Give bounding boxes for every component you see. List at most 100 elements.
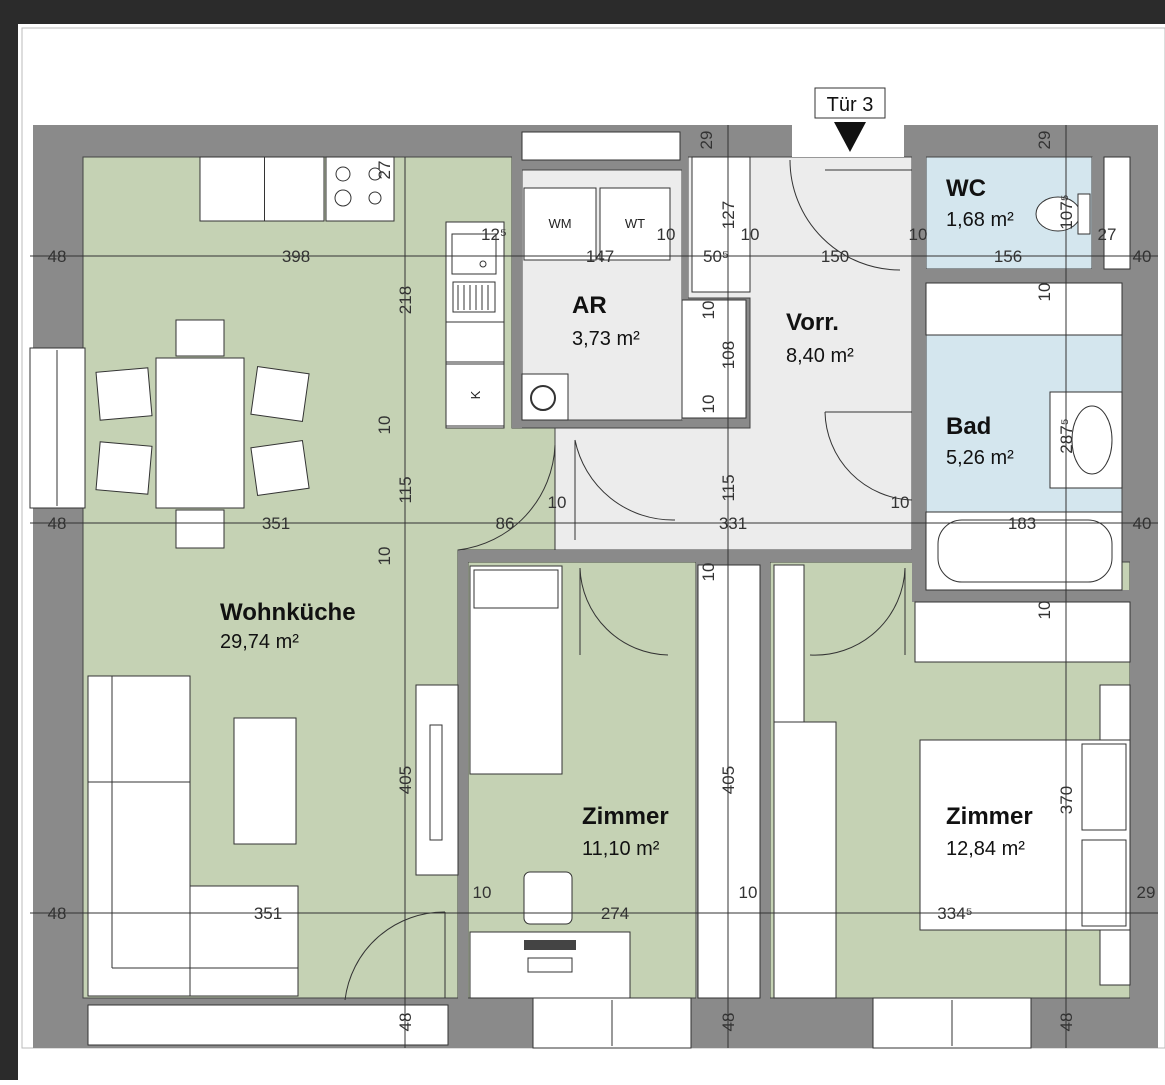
dim-label: 107⁵ <box>1057 194 1076 229</box>
window-ar <box>521 131 681 161</box>
dish-rack-icon <box>452 281 496 313</box>
room-name-wc: WC <box>946 175 986 202</box>
dim-label: 48 <box>48 247 67 266</box>
fridge-label: K <box>468 390 483 399</box>
dim-label: 183 <box>1008 514 1036 533</box>
dim-label: 29 <box>697 131 716 150</box>
room-name-bad: Bad <box>946 413 991 440</box>
tv-icon <box>429 724 443 841</box>
burner-icon <box>368 167 382 181</box>
fridge <box>445 363 505 427</box>
dim-label: 27 <box>375 161 394 180</box>
nightstand <box>1099 929 1131 986</box>
burner-icon <box>368 191 382 205</box>
room-name-vorr: Vorr. <box>786 309 839 336</box>
dim-label: 50⁵ <box>703 247 729 266</box>
dim-label: 398 <box>282 247 310 266</box>
bathtub-basin-icon <box>937 519 1113 583</box>
kitchen-counter-top <box>199 156 325 222</box>
dim-label: 405 <box>719 766 738 794</box>
dim-label: 10 <box>548 493 567 512</box>
chair <box>175 319 225 357</box>
dim-label: 10 <box>657 225 676 244</box>
dim-label: 10 <box>375 547 394 566</box>
dim-label: 10 <box>1035 283 1054 302</box>
dim-label: 40 <box>1133 514 1152 533</box>
dim-label: 10 <box>699 563 718 582</box>
wall-wc-bad <box>912 125 926 595</box>
counter-divider <box>264 157 265 221</box>
room-area-bad: 5,26 m² <box>946 447 1014 469</box>
entrance-arrow-icon <box>834 122 866 152</box>
dim-label: 29 <box>1137 883 1156 902</box>
door-swing <box>344 911 446 1001</box>
cooktop <box>325 156 395 222</box>
dim-label: 10 <box>1035 601 1054 620</box>
room-name-zimmer1: Zimmer <box>582 803 669 830</box>
wall-ar-left <box>512 125 522 428</box>
room-area-vorr: 8,40 m² <box>786 345 854 367</box>
dim-label: 27 <box>1098 225 1117 244</box>
dim-label: 10 <box>909 225 928 244</box>
dim-label: 156 <box>994 247 1022 266</box>
wardrobe-zimmer1 <box>697 564 761 999</box>
dim-label: 405 <box>396 766 415 794</box>
desk-chair <box>523 871 573 925</box>
dim-label: 10 <box>699 395 718 414</box>
dim-label: 29 <box>1035 131 1054 150</box>
door-label-box <box>814 87 886 119</box>
shelf-zimmer2 <box>914 601 1131 663</box>
door-swing <box>809 567 906 656</box>
chair <box>250 366 310 422</box>
dim-label: 10 <box>699 301 718 320</box>
bad-cabinet <box>925 282 1123 336</box>
toilet-cistern <box>1077 193 1091 235</box>
wc-shelf <box>1103 156 1131 270</box>
screen-frame-top <box>0 0 1165 24</box>
dim-label: 115 <box>719 474 738 501</box>
dim-label: 86 <box>496 514 515 533</box>
wardrobe <box>691 156 751 293</box>
door-swing <box>579 567 669 656</box>
wall-ar-right <box>682 125 688 420</box>
door-swing <box>789 159 901 271</box>
wall-wc-right <box>1092 157 1102 269</box>
keyboard-icon <box>524 940 576 950</box>
burner-icon <box>334 189 352 207</box>
dryer-label: WT <box>625 216 645 231</box>
sofa <box>87 675 299 997</box>
dim-label: 150 <box>821 247 849 266</box>
room-area-ar: 3,73 m² <box>572 328 640 350</box>
dryer <box>599 187 671 261</box>
room-area-zimmer2: 12,84 m² <box>946 838 1025 860</box>
dim-label: 40 <box>1133 247 1152 266</box>
dim-label: 351 <box>254 904 282 923</box>
dim-label: 48 <box>719 1013 738 1032</box>
dim-label: 10 <box>739 883 758 902</box>
room-area-zimmer1: 11,10 m² <box>582 838 660 860</box>
chair <box>95 367 153 421</box>
coffee-table <box>233 717 297 845</box>
washer-label: WM <box>548 216 571 231</box>
dim-label: 108 <box>719 341 738 369</box>
washbasin-bowl-icon <box>1071 405 1113 475</box>
burner-icon <box>335 166 351 182</box>
sink-icon <box>451 233 497 275</box>
pillow <box>1081 839 1127 927</box>
wall-zimmer1-left <box>458 550 468 1048</box>
dim-label: 48 <box>1057 1013 1076 1032</box>
chair <box>250 440 310 496</box>
dim-label: 115 <box>396 476 415 503</box>
room-name-ar: AR <box>572 292 607 319</box>
dim-label: 10 <box>375 416 394 435</box>
room-area-wohnkueche: 29,74 m² <box>220 631 299 653</box>
dim-label: 334⁵ <box>937 904 972 923</box>
pillow <box>1081 743 1127 831</box>
wall-hall-bottom <box>458 550 912 562</box>
dim-label: 127 <box>719 201 738 229</box>
dim-label: 370 <box>1057 786 1076 814</box>
monitor-icon <box>527 957 573 973</box>
dining-table <box>155 357 245 509</box>
pillow <box>473 569 559 609</box>
